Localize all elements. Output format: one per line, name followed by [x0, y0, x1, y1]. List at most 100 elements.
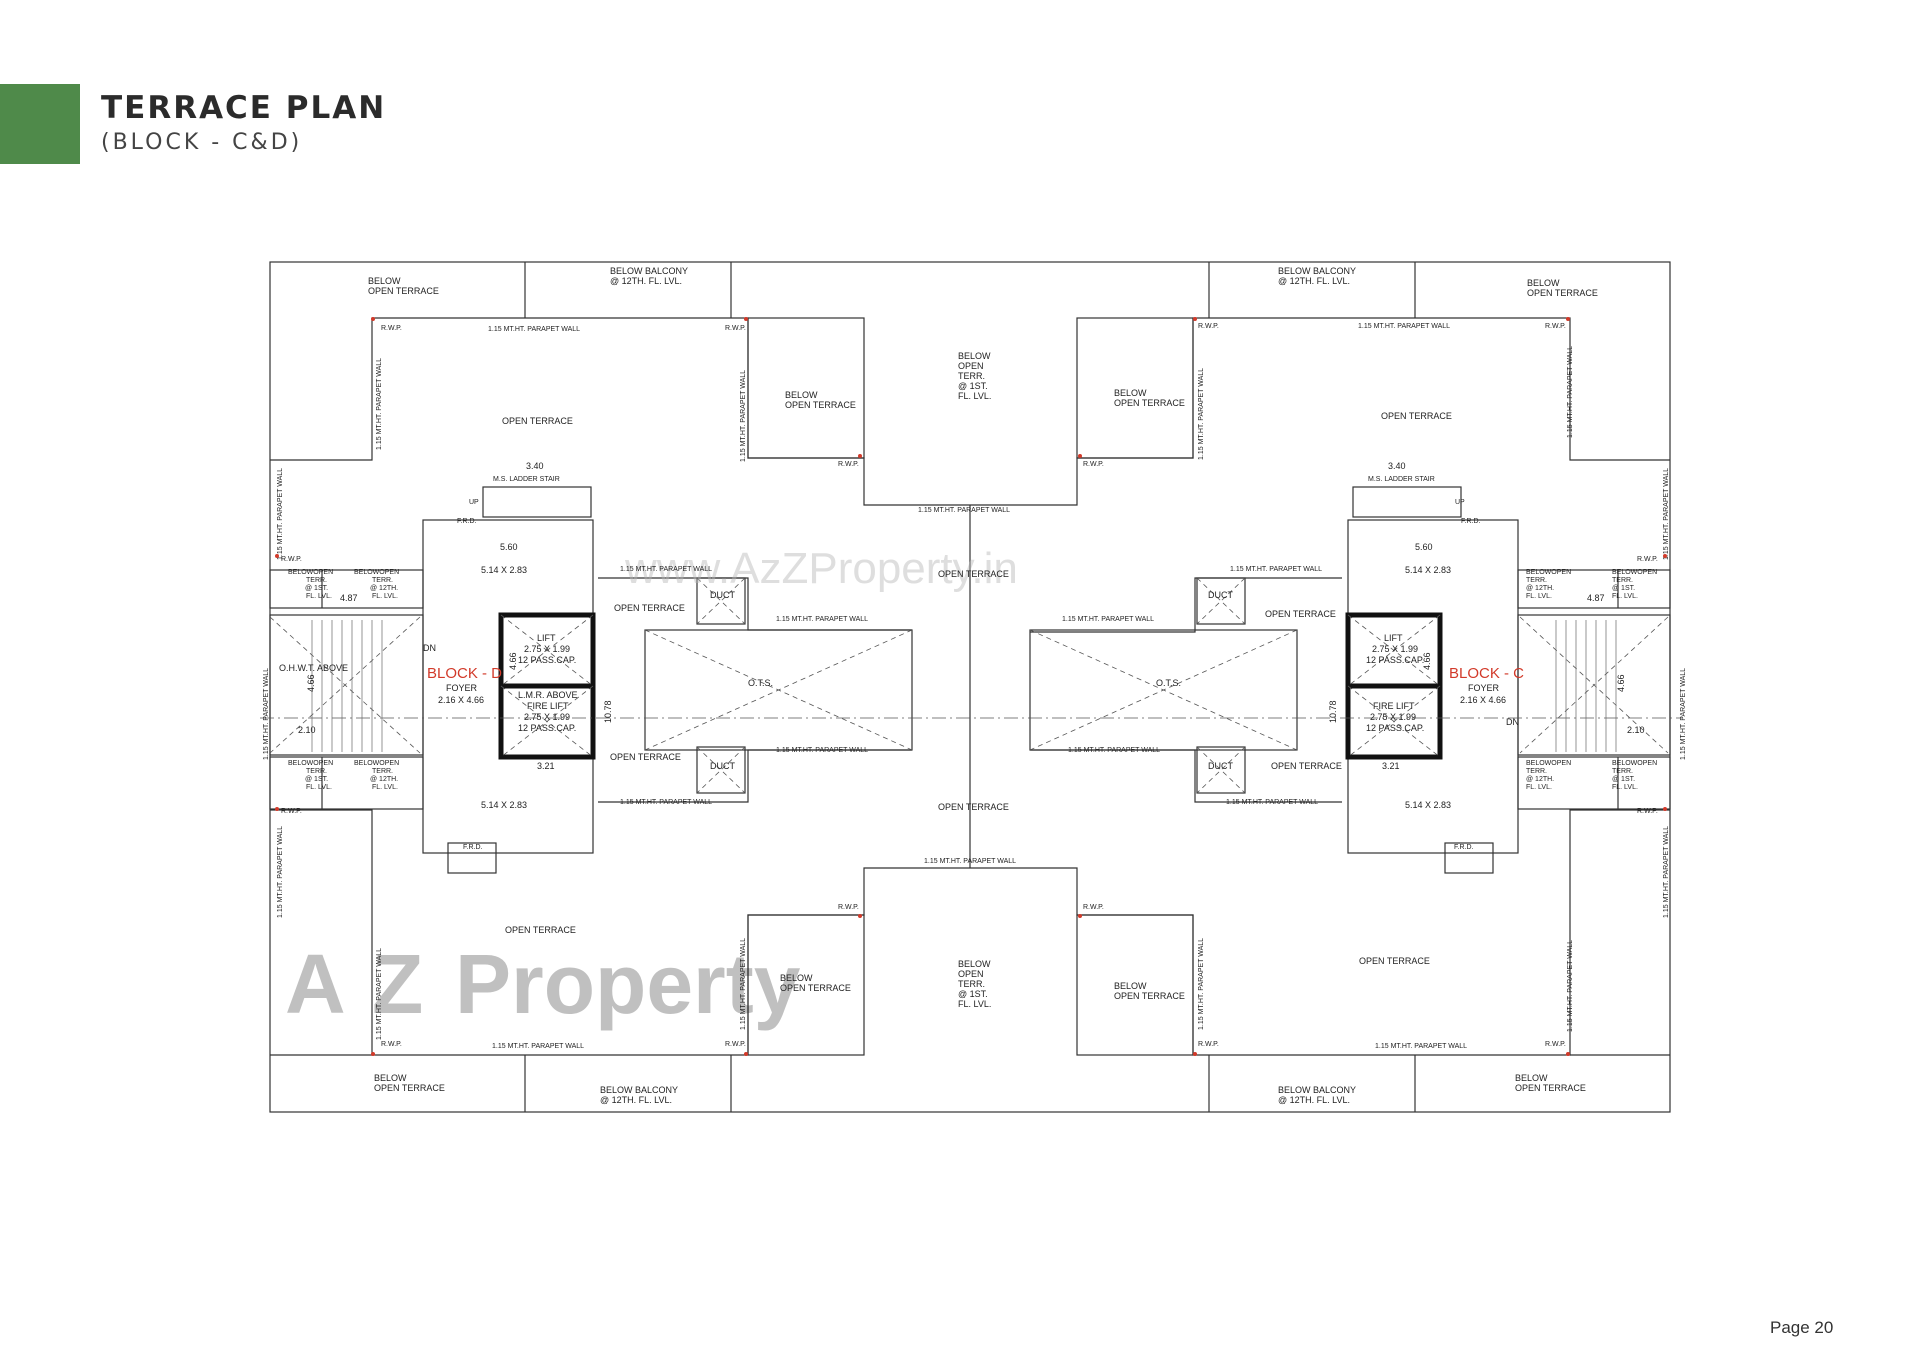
label-below-terr-1st-bottom: BELOW OPEN TERR. @ 1ST. FL. LVL. [958, 959, 991, 1009]
label-below-terrace-br-2: OPEN TERRACE [1515, 1083, 1586, 1093]
label-dn-right: DN [1506, 717, 1519, 727]
page-title: TERRACE PLAN [101, 90, 387, 126]
label-open-terrace-tr: OPEN TERRACE [1381, 411, 1452, 421]
label-rwp-7: R.W.P. [281, 556, 302, 563]
label-below-balcony-br-2: @ 12TH. FL. LVL. [1278, 1095, 1350, 1105]
label-dim-487-right: 4.87 [1587, 593, 1605, 603]
label-rwp-1: R.W.P. [381, 325, 402, 332]
svg-text:BELOWOPEN: BELOWOPEN [288, 569, 333, 576]
label-duct-4: DUCT [1208, 761, 1233, 771]
label-rwp-3: R.W.P. [838, 461, 859, 468]
svg-text:LIFT: LIFT [537, 633, 556, 643]
svg-text:12 PASS.CAP.: 12 PASS.CAP. [1366, 723, 1424, 733]
label-below-balcony-tl-2: @ 12TH. FL. LVL. [610, 276, 682, 286]
label-below-terrace-sq-bl-1: BELOW [780, 973, 813, 983]
label-below-terrace-tl-1: BELOW [368, 276, 401, 286]
svg-text:TERR.: TERR. [958, 979, 985, 989]
label-rwp-12: R.W.P. [1083, 904, 1104, 911]
svg-text:@ 1ST.: @ 1ST. [1612, 776, 1635, 783]
label-dim-466-left-lift: 4.66 [508, 652, 518, 670]
label-parapet-4: 1.15 MT.HT. PARAPET WALL [620, 566, 712, 573]
label-rwp-15: R.W.P. [1198, 1041, 1219, 1048]
label-parapet-3: 1.15 MT.HT. PARAPET WALL [918, 507, 1010, 514]
label-fire-lift-right: FIRE LIFT 2.75 X 1.99 12 PASS.CAP. [1366, 701, 1424, 733]
label-below-terrace-sq-tr-1: BELOW [1114, 388, 1147, 398]
label-dim-487-left: 4.87 [340, 593, 358, 603]
label-rwp-8: R.W.P. [1637, 556, 1658, 563]
label-dim-466-right: 4.66 [1616, 674, 1626, 692]
label-ladder-left: M.S. LADDER STAIR [493, 476, 560, 483]
label-below-balcony-br-1: BELOW BALCONY [1278, 1085, 1356, 1095]
label-foyer-left: FOYER [446, 683, 478, 693]
label-small-terr-tr-a: BELOWOPEN TERR. @ 12TH. FL. LVL. [1526, 569, 1571, 600]
page-subtitle: (BLOCK - C&D) [101, 130, 303, 155]
svg-text:FL. LVL.: FL. LVL. [958, 391, 991, 401]
label-frd-right-bottom: F.R.D. [1454, 844, 1474, 851]
label-parapet-v9: 1.15 MT.HT. PARAPET WALL [277, 826, 284, 918]
label-dim-1078-left: 10.78 [603, 700, 613, 723]
label-duct-3: DUCT [1208, 590, 1233, 600]
label-ohwt: O.H.W.T. ABOVE [279, 663, 348, 673]
svg-text:@ 1ST.: @ 1ST. [305, 776, 328, 783]
rwp-markers [275, 317, 1667, 1056]
label-open-terrace-tl: OPEN TERRACE [502, 416, 573, 426]
svg-text:@ 12TH.: @ 12TH. [1526, 776, 1554, 783]
label-dn-left: DN [423, 643, 436, 653]
svg-text:2.75 X 1.99: 2.75 X 1.99 [524, 644, 570, 654]
label-rwp-9: R.W.P. [281, 808, 302, 815]
label-frd-left-top: F.R.D. [457, 518, 477, 525]
label-below-terrace-sq-br-1: BELOW [1114, 981, 1147, 991]
label-ots-right: O.T.S. [1156, 678, 1181, 688]
label-frd-right-top: F.R.D. [1461, 518, 1481, 525]
svg-text:TERR.: TERR. [958, 371, 985, 381]
svg-text:TERR.: TERR. [1526, 768, 1547, 775]
label-parapet-v10: 1.15 MT.HT. PARAPET WALL [1663, 826, 1670, 918]
svg-text:BELOWOPEN: BELOWOPEN [1612, 569, 1657, 576]
svg-text:TERR.: TERR. [306, 768, 327, 775]
label-rwp-14: R.W.P. [725, 1041, 746, 1048]
label-dim-1078-right: 10.78 [1328, 700, 1338, 723]
label-below-balcony-bl-2: @ 12TH. FL. LVL. [600, 1095, 672, 1105]
label-small-terr-tl-b: BELOWOPEN TERR. @ 12TH. FL. LVL. [354, 569, 399, 600]
label-rwp-13: R.W.P. [381, 1041, 402, 1048]
label-rwp-4: R.W.P. [1083, 461, 1104, 468]
label-dim-560-left: 5.60 [500, 542, 518, 552]
label-open-terrace-core-l-bottom: OPEN TERRACE [610, 752, 681, 762]
svg-text:LIFT: LIFT [1384, 633, 1403, 643]
label-below-terrace-tl-2: OPEN TERRACE [368, 286, 439, 296]
svg-text:TERR.: TERR. [1526, 577, 1547, 584]
label-parapet-13: 1.15 MT.HT. PARAPET WALL [492, 1043, 584, 1050]
svg-text:OPEN: OPEN [958, 361, 984, 371]
svg-text:FL. LVL.: FL. LVL. [372, 593, 398, 600]
label-lmr-left: L.M.R. ABOVE FIRE LIFT 2.75 X 1.99 12 PA… [518, 690, 578, 733]
svg-text:FL. LVL.: FL. LVL. [1526, 784, 1552, 791]
label-ots-left: O.T.S. [748, 678, 773, 688]
label-foyer-dim-right: 2.16 X 4.66 [1460, 695, 1506, 705]
label-small-terr-bl-a: BELOWOPEN TERR. @ 1ST. FL. LVL. [288, 760, 333, 791]
label-parapet-v3: 1.15 MT.HT. PARAPET WALL [1198, 368, 1205, 460]
label-parapet-v13: 1.15 MT.HT. PARAPET WALL [1198, 938, 1205, 1030]
label-small-terr-tl-a: BELOWOPEN TERR. @ 1ST. FL. LVL. [288, 569, 333, 600]
label-below-terrace-sq-tl-1: BELOW [785, 390, 818, 400]
label-lift-left: LIFT 2.75 X 1.99 12 PASS.CAP. [518, 633, 576, 665]
label-parapet-14: 1.15 MT.HT. PARAPET WALL [1375, 1043, 1467, 1050]
label-rwp-5: R.W.P. [1198, 323, 1219, 330]
label-rwp-2: R.W.P. [725, 325, 746, 332]
label-below-terrace-tr-2: OPEN TERRACE [1527, 288, 1598, 298]
label-parapet-v7: 1.15 MT.HT. PARAPET WALL [263, 668, 270, 760]
svg-text:FIRE LIFT: FIRE LIFT [527, 701, 569, 711]
svg-text:FL. LVL.: FL. LVL. [958, 999, 991, 1009]
svg-text:BELOWOPEN: BELOWOPEN [1526, 569, 1571, 576]
label-open-terrace-core-l-top: OPEN TERRACE [614, 603, 685, 613]
label-dim-466-left: 4.66 [306, 674, 316, 692]
label-open-terrace-core-r-top: OPEN TERRACE [1265, 609, 1336, 619]
label-foyer-right: FOYER [1468, 683, 1500, 693]
label-ladder-right: M.S. LADDER STAIR [1368, 476, 1435, 483]
label-block-d: BLOCK - D [427, 665, 502, 682]
svg-text:BELOWOPEN: BELOWOPEN [354, 569, 399, 576]
svg-text:TERR.: TERR. [372, 768, 393, 775]
label-parapet-v12: 1.15 MT.HT. PARAPET WALL [740, 938, 747, 1030]
svg-text:FL. LVL.: FL. LVL. [1526, 593, 1552, 600]
label-parapet-v5: 1.15 MT.HT. PARAPET WALL [277, 468, 284, 560]
label-parapet-11: 1.15 MT.HT. PARAPET WALL [1226, 799, 1318, 806]
